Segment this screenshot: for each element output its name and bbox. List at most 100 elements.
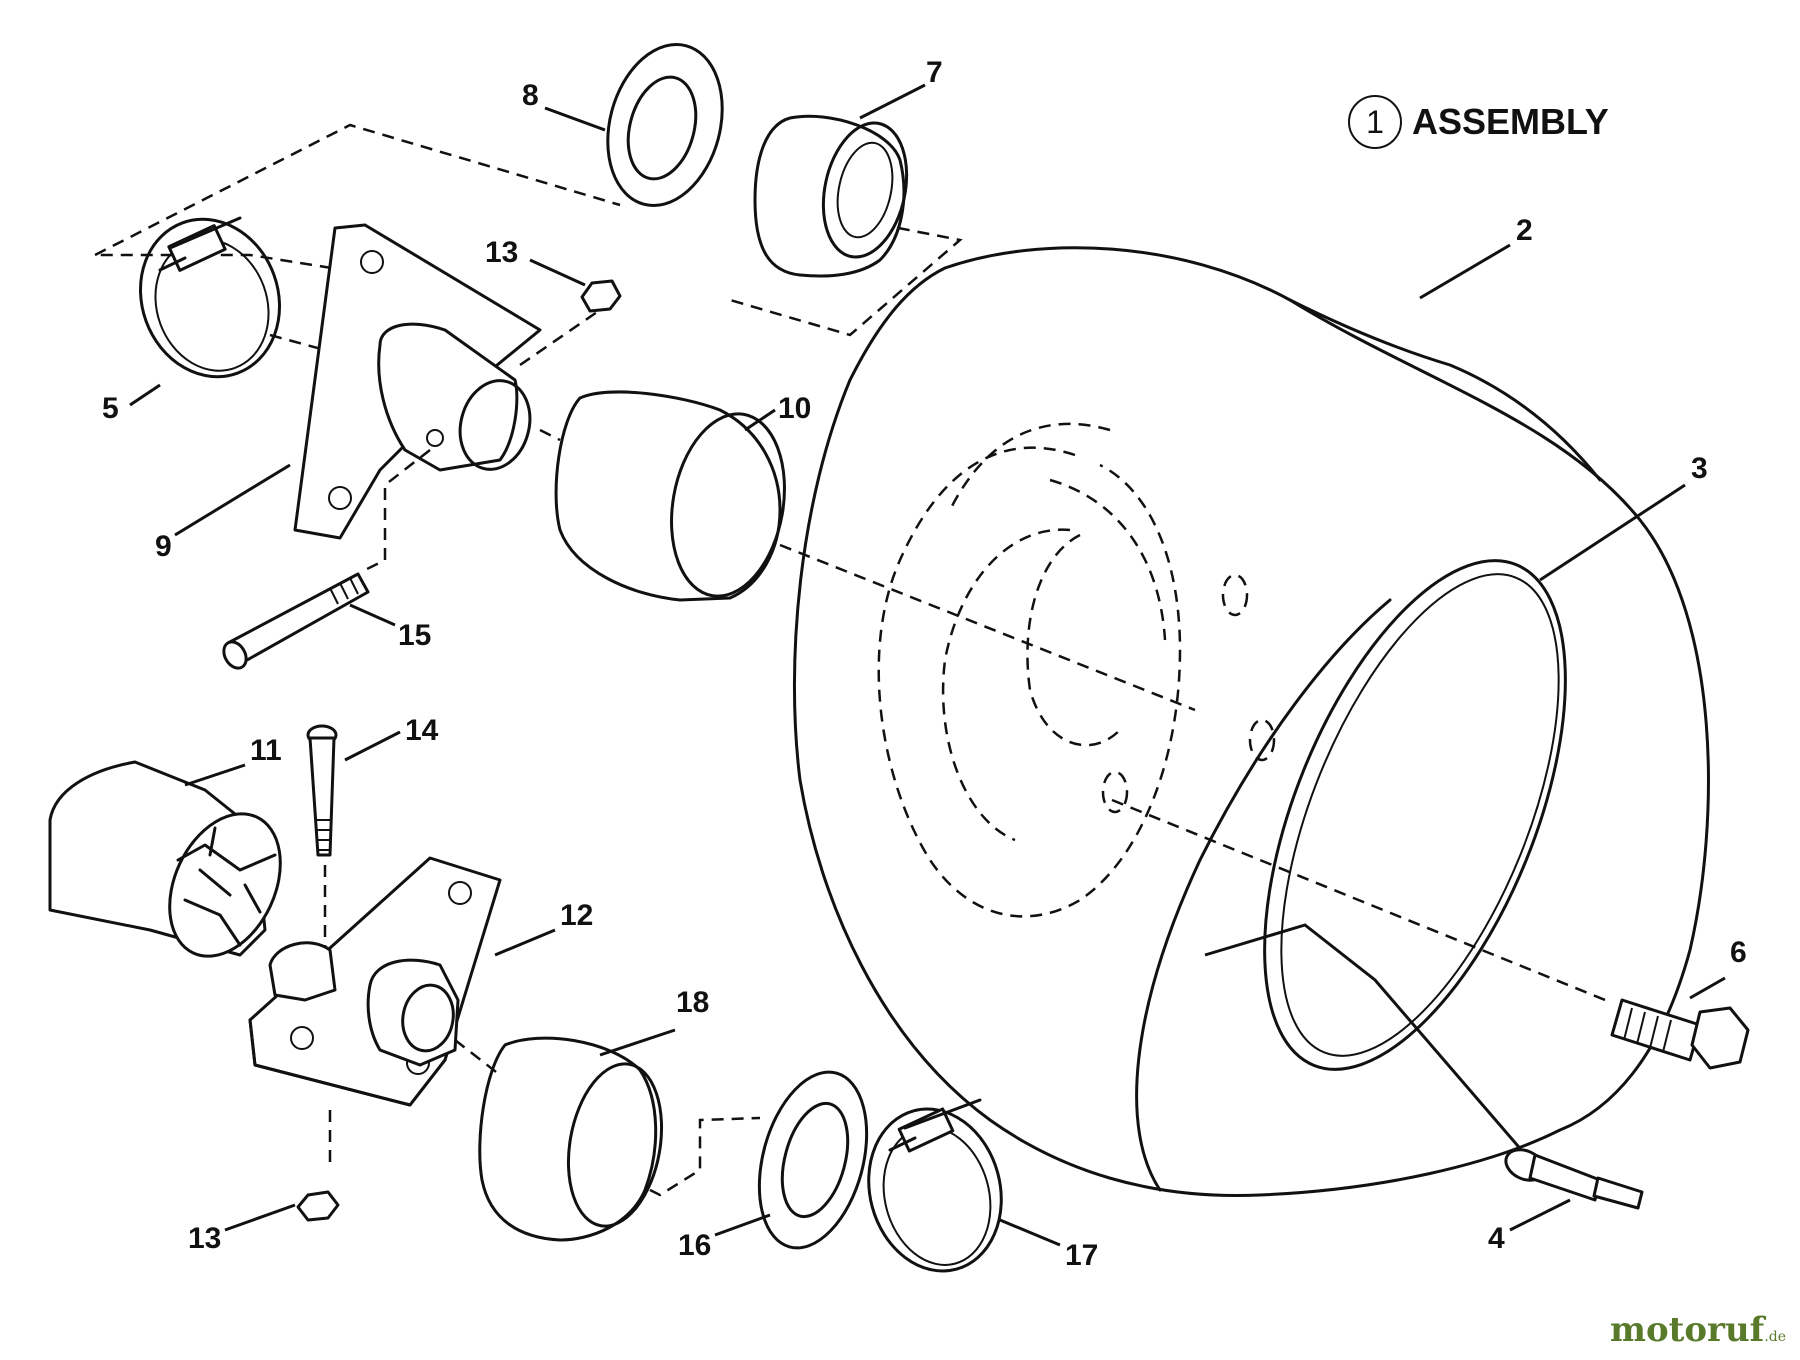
bracket-12-hole-left: [290, 1026, 314, 1050]
spacer-10: [539, 390, 786, 602]
assembly-title: 1 ASSEMBLY: [1348, 95, 1609, 149]
callout-7: 7: [926, 56, 943, 89]
callout-12: 12: [560, 899, 593, 932]
clamp-17-screw: [888, 1098, 982, 1152]
valve-stem-path: [1204, 923, 1532, 1161]
tire-outline: [792, 246, 1710, 1198]
tire: [792, 246, 1710, 1198]
motoruf-watermark: motoruf.de: [1610, 1310, 1786, 1350]
callout-4: 4: [1488, 1222, 1505, 1255]
spacer-7-face: [821, 121, 909, 259]
valve-stem-4: [1504, 1148, 1644, 1210]
callout-13-upper: 13: [485, 236, 518, 269]
bracket-12-tube: [366, 958, 460, 1067]
callout-3: 3: [1691, 452, 1708, 485]
leader-6: [1689, 976, 1726, 1000]
bearing-8: [606, 43, 724, 207]
callout-18: 18: [676, 986, 709, 1019]
axle-tube-11-ribs: [176, 826, 277, 947]
bearing-16: [757, 1070, 869, 1250]
bracket-to-nut-dashed: [519, 308, 601, 367]
leader-17: [999, 1218, 1061, 1247]
clamp-5-screw-housing: [167, 224, 227, 272]
bracket-12-tube-end: [401, 983, 455, 1053]
clamp-17-band: [867, 1107, 1003, 1273]
bracket-9-hole-top: [360, 250, 384, 274]
axle-tube-11: [48, 760, 282, 958]
bracket-to-spacer-dashed: [454, 1039, 501, 1076]
leader-4: [1509, 1198, 1571, 1232]
hose-clamp-17: [867, 1098, 1003, 1273]
spacer-7-bore: [836, 141, 894, 239]
bracket-9: [293, 223, 542, 540]
clamp-17-screw-housing: [897, 1107, 955, 1153]
callout-16: 16: [678, 1229, 711, 1262]
hidden-hub-bore: [1026, 533, 1121, 747]
leader-12: [494, 928, 556, 957]
bolt-6-thread: [1623, 1007, 1672, 1053]
bracket-9-tube-end: [458, 379, 532, 471]
bracket-9-tube: [377, 322, 519, 472]
hidden-bolt-hole-1: [1221, 573, 1249, 617]
spacer-7: [753, 114, 909, 278]
bearing-16-inner: [780, 1101, 850, 1219]
hidden-hub-outline: [877, 446, 1182, 918]
callout-9: 9: [155, 530, 172, 563]
leader-15: [349, 603, 396, 627]
tire-tread-edge: [1288, 298, 1602, 482]
callout-11: 11: [250, 734, 282, 767]
bracket-9-hole-bottom: [328, 486, 352, 510]
callout-10: 10: [778, 392, 811, 425]
rim-inner-lip: [1280, 573, 1560, 1057]
axle-centerline: [779, 543, 1196, 712]
callout-numbers: 8 7 2 3 13 5 10 9 15 14 11 12 18 13 16 1…: [102, 56, 1747, 1272]
spacer-10-face: [670, 412, 786, 598]
leader-2: [1419, 243, 1511, 300]
bracket-9-set-screw-hole: [426, 429, 444, 447]
bracket-12-hole-top: [448, 881, 472, 905]
valve-stem-4-cap: [1592, 1176, 1644, 1210]
bolt-6-hex-head: [1690, 1006, 1750, 1070]
watermark-name: motoruf: [1610, 1310, 1765, 1350]
leader-11: [184, 763, 246, 787]
bolt-14: [306, 724, 338, 857]
bolt-6: [1610, 998, 1750, 1070]
callout-5: 5: [102, 392, 119, 425]
bolt-6-shank: [1610, 998, 1702, 1062]
leader-lines: [129, 83, 1726, 1247]
callout-14: 14: [405, 714, 439, 747]
leader-9: [174, 463, 291, 537]
spacer-10-body: [554, 390, 782, 602]
watermark-tld: .de: [1764, 1329, 1786, 1345]
leader-14: [344, 730, 401, 762]
leader-10: [744, 408, 776, 432]
callout-2: 2: [1516, 214, 1533, 247]
assembly-title-text: ASSEMBLY: [1412, 101, 1609, 142]
set-screw-15-thread: [329, 577, 359, 605]
set-screw-15-head: [222, 640, 248, 670]
valve-stem-4-body: [1528, 1153, 1602, 1202]
spacer-18: [478, 1036, 664, 1242]
leader-3: [1539, 483, 1686, 582]
tire-sidewall-edge: [1135, 598, 1392, 1192]
clamp-5-band: [138, 217, 282, 379]
leader-7: [859, 83, 926, 120]
bracket-12-thickness: [248, 1018, 447, 1107]
bracket-12: [248, 856, 502, 1107]
leader-8: [544, 106, 606, 132]
set-screw-15-shank: [226, 572, 370, 666]
nut-13-lower: [296, 1190, 340, 1222]
spacer-18-face: [566, 1062, 664, 1228]
callout-8: 8: [522, 79, 539, 112]
bracket-12-boss: [268, 941, 337, 1002]
bolt-14-shank: [308, 736, 336, 857]
assembly-number-circle: [1348, 95, 1402, 149]
leader-18: [599, 1028, 676, 1057]
callout-6: 6: [1730, 936, 1747, 969]
bolt-14-thread: [317, 819, 331, 851]
hidden-bolt-hole-2: [1248, 718, 1276, 762]
bearing-8-inner: [626, 75, 698, 181]
bearing-8-outer: [606, 43, 724, 207]
hidden-rim-flange: [941, 422, 1167, 842]
